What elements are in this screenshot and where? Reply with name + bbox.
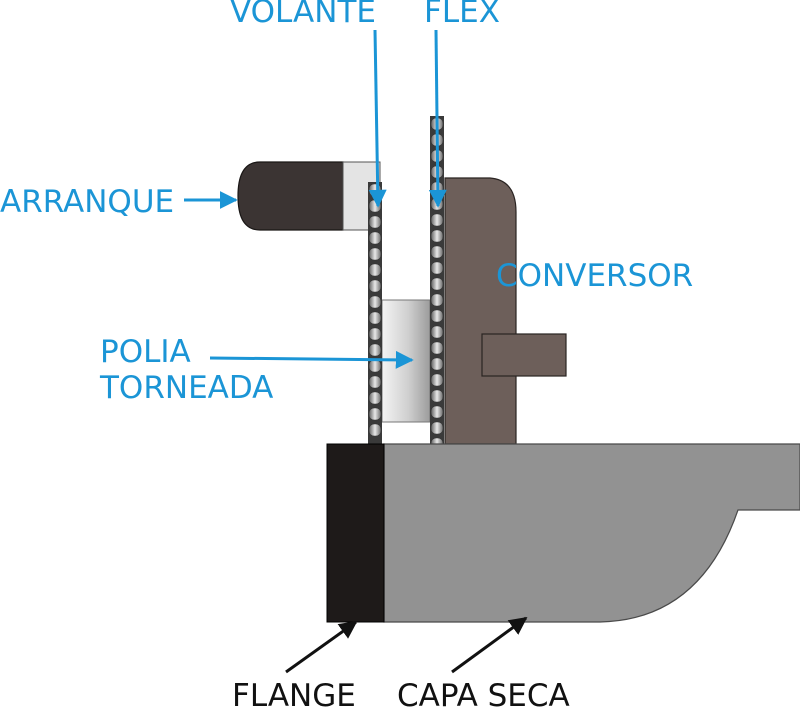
gear-tooth: [430, 229, 444, 243]
gear-tooth: [430, 245, 444, 259]
gear-tooth: [368, 231, 382, 245]
label-flex: FLEX: [424, 0, 500, 30]
gear-tooth: [430, 309, 444, 323]
gear-tooth: [368, 359, 382, 373]
gear-tooth: [368, 391, 382, 405]
label-torneada: TORNEADA: [99, 370, 273, 406]
gear-tooth: [430, 373, 444, 387]
label-volante: VOLANTE: [230, 0, 376, 30]
label-conversor: CONVERSOR: [496, 258, 693, 294]
flange-block: [326, 443, 385, 623]
gear-tooth: [368, 407, 382, 421]
gear-tooth: [430, 325, 444, 339]
label-polia: POLIA: [100, 334, 191, 370]
flywheel-gear: [368, 182, 382, 444]
gear-tooth: [368, 423, 382, 437]
converter-shaft: [481, 333, 567, 377]
label-flange: FLANGE: [232, 678, 356, 708]
gear-tooth: [368, 375, 382, 389]
gear-tooth: [430, 277, 444, 291]
gear-tooth: [368, 247, 382, 261]
gear-tooth: [430, 421, 444, 435]
gear-tooth: [430, 293, 444, 307]
volante-arrow: [368, 29, 387, 208]
gear-tooth: [368, 343, 382, 357]
label-arranque: ARRANQUE: [0, 184, 174, 220]
capa-seca-arrow: [451, 616, 528, 674]
gear-tooth: [430, 357, 444, 371]
polia-arrow: [209, 350, 414, 369]
gear-tooth: [368, 263, 382, 277]
label-capa-seca: CAPA SECA: [397, 678, 570, 708]
gear-tooth: [430, 261, 444, 275]
starter-motor-body: [237, 161, 344, 231]
gear-tooth: [430, 389, 444, 403]
gear-tooth: [368, 279, 382, 293]
gear-tooth: [430, 341, 444, 355]
converter-body: [444, 177, 517, 445]
gear-tooth: [368, 311, 382, 325]
gear-tooth: [368, 295, 382, 309]
gear-tooth: [368, 215, 382, 229]
bellhousing-dry-case: [383, 443, 800, 623]
gear-tooth: [430, 213, 444, 227]
flange-arrow: [285, 620, 358, 674]
gear-tooth: [368, 327, 382, 341]
flex-arrow: [428, 29, 447, 208]
gear-tooth: [430, 405, 444, 419]
